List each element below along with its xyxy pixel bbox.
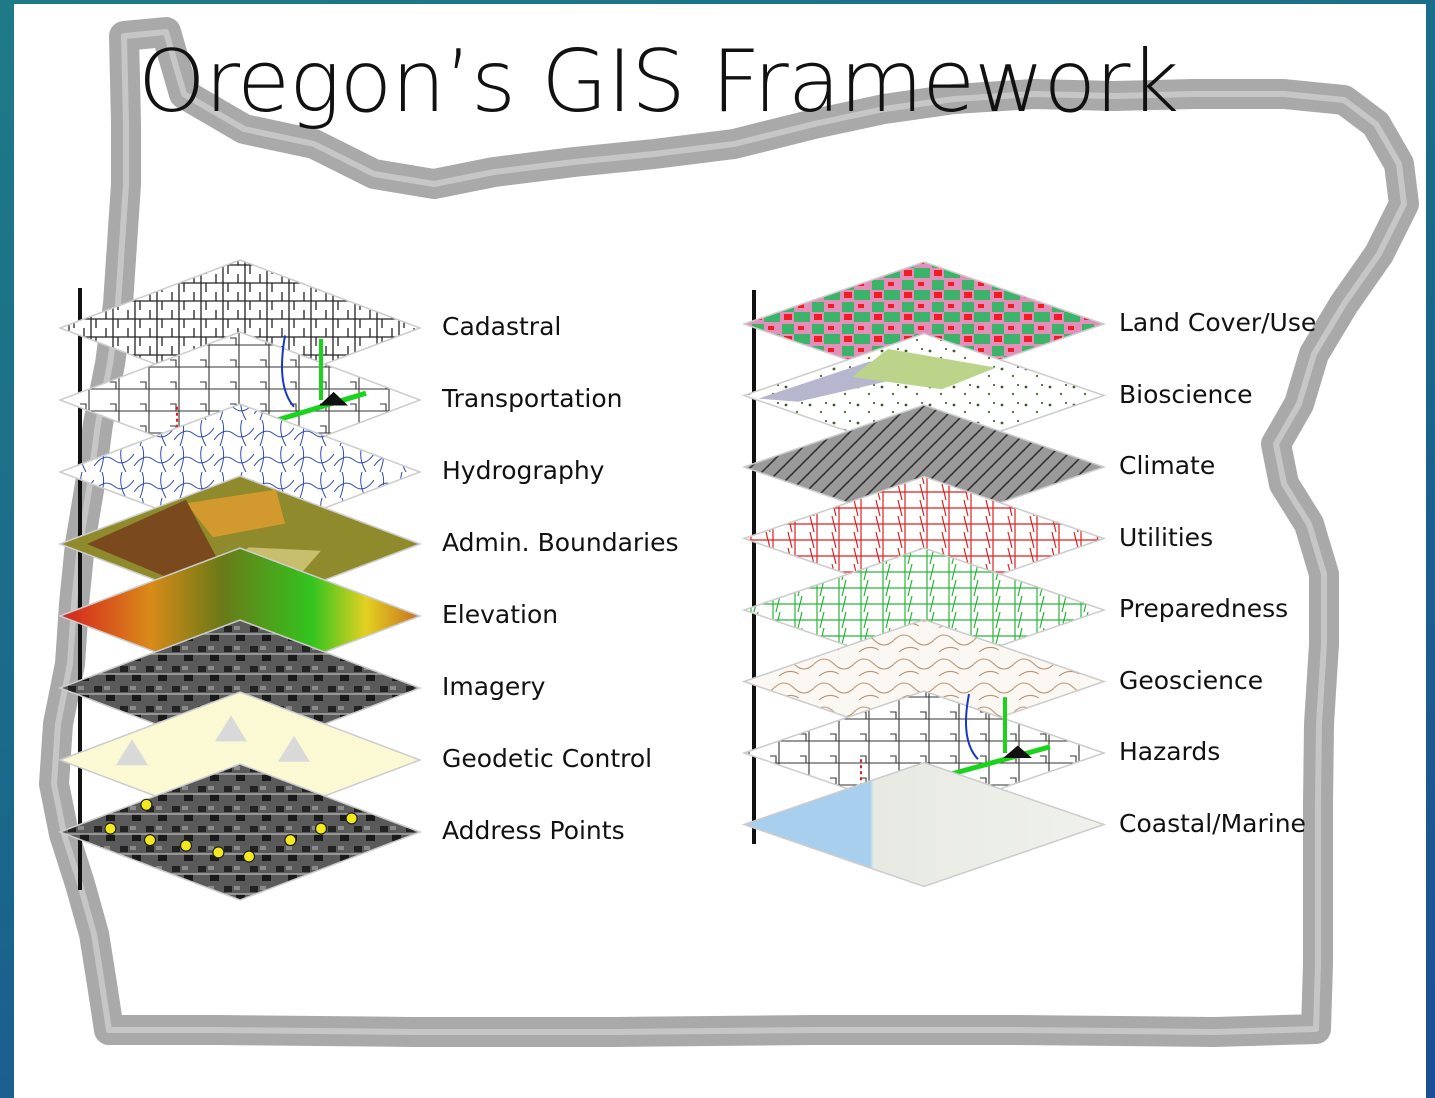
triangle-marker-icon — [278, 735, 310, 762]
right-layer-label: Utilities — [1119, 522, 1214, 552]
left-layer-label: Address Points — [442, 816, 625, 845]
bio-region — [852, 349, 996, 390]
left-layer-label: Geodetic Control — [442, 744, 653, 773]
admin-region — [87, 499, 222, 582]
river-line — [281, 335, 295, 408]
triangle-marker-icon — [116, 739, 148, 766]
address-point-icon — [345, 812, 358, 825]
left-layer-label: Cadastral — [442, 312, 562, 341]
triangle-marker-icon — [215, 715, 247, 742]
page-title: Oregon’s GIS Framework — [138, 32, 1179, 132]
right-layer-label: Bioscience — [1119, 379, 1253, 409]
address-point-icon — [212, 846, 225, 859]
river-line — [965, 693, 979, 760]
layer-plane — [57, 763, 423, 901]
right-layer-label: Climate — [1119, 451, 1216, 480]
left-layer-label: Admin. Boundaries — [442, 528, 679, 557]
left-layer-transport — [57, 331, 423, 469]
diagram-canvas — [39, 17, 1419, 1047]
right-layer-label: Preparedness — [1119, 594, 1289, 623]
address-point-icon — [143, 834, 157, 847]
address-point-icon — [314, 822, 328, 835]
layer-plane — [741, 761, 1107, 888]
left-layer-label: Transportation — [442, 384, 623, 413]
admin-region — [186, 489, 285, 538]
left-layer-geodetic — [57, 691, 423, 829]
right-layer-label: Land Cover/Use — [1119, 308, 1317, 337]
left-layer-label: Imagery — [442, 672, 546, 701]
address-point-icon — [179, 839, 193, 852]
oregon-outline-highlight — [51, 29, 1407, 1035]
oregon-outline — [39, 17, 1419, 1047]
left-layer-label: Hydrography — [442, 456, 605, 485]
right-layer-label: Hazards — [1119, 737, 1221, 766]
right-layer-coastal — [741, 761, 1107, 888]
address-point-icon — [140, 798, 153, 811]
address-point-icon — [104, 822, 117, 835]
right-layer-label: Coastal/Marine — [1119, 808, 1306, 838]
left-layer-address — [57, 763, 423, 901]
left-layer-label: Elevation — [442, 600, 559, 629]
airport-icon — [319, 391, 348, 406]
right-layer-label: Geoscience — [1119, 665, 1264, 695]
address-point-icon — [242, 850, 256, 863]
airport-icon — [1003, 745, 1032, 758]
address-point-icon — [284, 834, 297, 847]
right-layer-bio — [741, 332, 1107, 459]
